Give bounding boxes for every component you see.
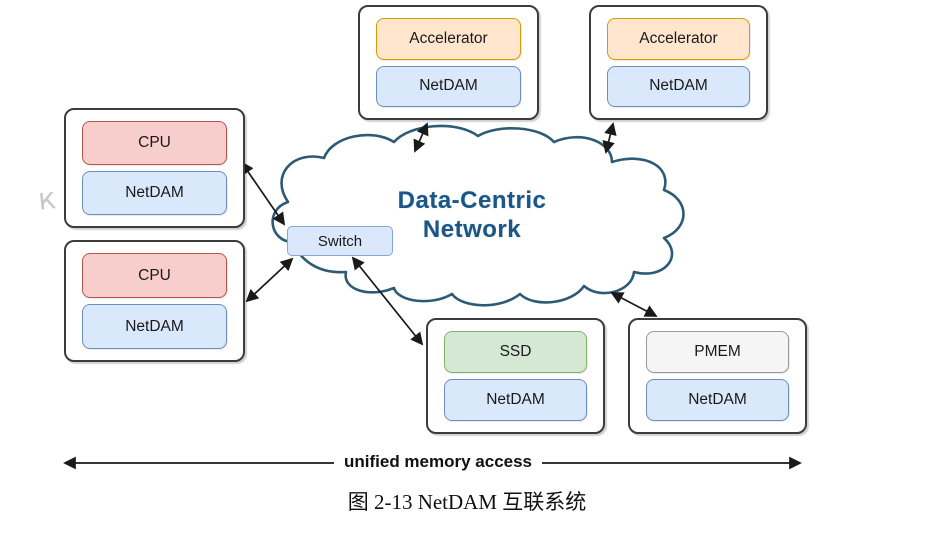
netdam-chip: NetDAM (82, 304, 227, 349)
netdam-chip: NetDAM (607, 65, 750, 107)
cpu-chip: CPU (82, 121, 227, 165)
node-accelerator-2: Accelerator NetDAM (589, 5, 768, 120)
accelerator-chip: Accelerator (607, 18, 750, 60)
arrow-cloud-to-pmem (610, 292, 658, 317)
switch-node: Switch (287, 226, 393, 256)
netdam-chip: NetDAM (646, 379, 789, 421)
figure-caption: 图 2-13 NetDAM 互联系统 (347, 490, 587, 514)
node-accelerator-1: Accelerator NetDAM (358, 5, 539, 120)
arrow-cpu2-to-switch (245, 257, 294, 303)
netdam-chip: NetDAM (82, 171, 227, 215)
node-cpu-1: CPU NetDAM (64, 108, 245, 228)
unified-memory-access-label: unified memory access (0, 452, 876, 472)
node-ssd: SSD NetDAM (426, 318, 605, 434)
pmem-chip: PMEM (646, 331, 789, 373)
netdam-chip: NetDAM (444, 379, 587, 421)
netdam-chip: NetDAM (376, 65, 521, 107)
arrow-cloud-to-accelerator-1 (413, 122, 429, 153)
node-cpu-2: CPU NetDAM (64, 240, 245, 362)
ssd-chip: SSD (444, 331, 587, 373)
cloud-title-line1: Data-Centric (397, 187, 547, 214)
accelerator-chip: Accelerator (376, 18, 521, 60)
cpu-chip: CPU (82, 253, 227, 298)
node-pmem: PMEM NetDAM (628, 318, 807, 434)
arrow-cloud-to-accelerator-2 (602, 122, 617, 154)
cloud-title: Data-Centric Network (352, 186, 592, 244)
arrow-switch-to-ssd (351, 256, 424, 346)
arrow-cpu1-to-switch (240, 161, 286, 226)
cloud-title-line2: Network (422, 216, 522, 243)
switch-label: Switch (317, 232, 363, 250)
